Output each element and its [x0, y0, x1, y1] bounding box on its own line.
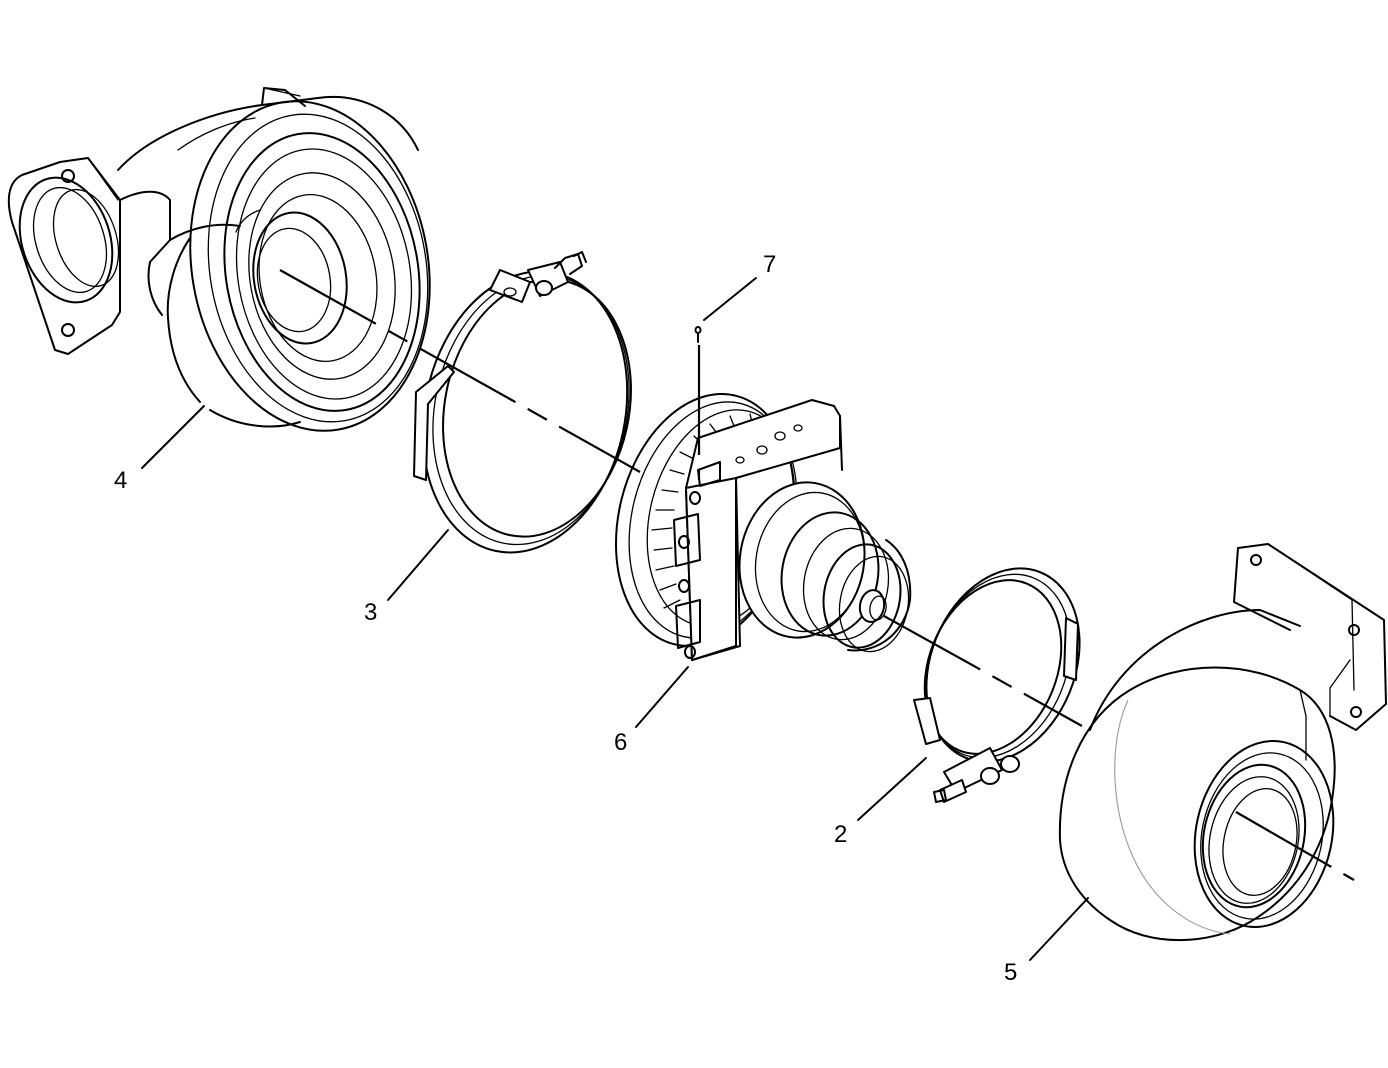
part-5-turbine-housing	[1058, 543, 1387, 942]
leader-6	[635, 666, 689, 728]
part-7-plug	[694, 326, 702, 343]
leader-4	[141, 405, 205, 469]
part-4-compressor-housing	[7, 87, 431, 432]
callout-3: 3	[364, 599, 377, 626]
callouts: 4 3 6 7 2 5	[114, 251, 1017, 986]
leader-7	[703, 277, 757, 321]
callout-2: 2	[834, 821, 847, 848]
callout-4: 4	[114, 467, 127, 494]
leader-5	[1029, 897, 1089, 961]
assembly-axis	[279, 269, 1355, 881]
part-2-v-band-clamp	[913, 567, 1081, 803]
callout-7: 7	[763, 251, 776, 278]
leader-2	[857, 757, 927, 821]
callout-6: 6	[614, 729, 627, 756]
part-6-center-housing	[614, 393, 912, 661]
part-3-v-band-clamp	[413, 251, 632, 554]
callout-5: 5	[1004, 959, 1017, 986]
leader-lines	[141, 277, 1089, 961]
leader-3	[387, 529, 449, 601]
